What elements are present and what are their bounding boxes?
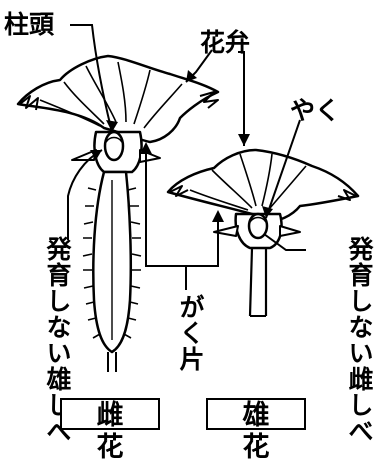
petal-leader-line-male: [238, 52, 244, 146]
male-stem: [250, 248, 266, 316]
male-flower-caption: 雄花: [206, 398, 306, 430]
female-stigma: [105, 132, 123, 160]
petal-label: 花弁: [200, 30, 250, 55]
sepal-label: がく片: [173, 294, 203, 384]
female-petals: [18, 56, 218, 142]
sepal-arrowhead-right: [212, 210, 224, 222]
stigma-label: 柱頭: [4, 12, 54, 37]
petal-arrowhead-male: [238, 134, 250, 146]
male-undeveloped-pistil-label: 発育しない雌しべ: [310, 236, 372, 386]
female-flower-caption: 雌花: [60, 398, 160, 430]
female-undeveloped-stamen-label: 発育しない雄しべ: [8, 236, 70, 386]
anther-label: やく: [290, 98, 340, 123]
female-stem: [108, 352, 116, 372]
male-petals: [168, 150, 358, 222]
